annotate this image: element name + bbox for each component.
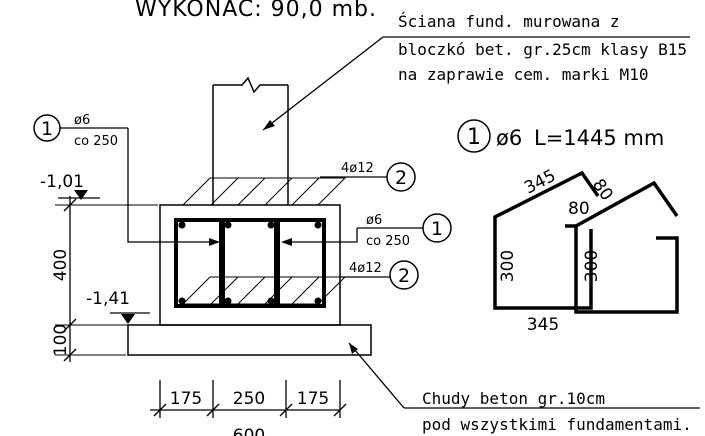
wall-note-arrowhead	[263, 120, 275, 130]
wall-note-line3: na zaprawie cem. marki M10	[398, 65, 648, 84]
stirrup-label-left: 1 ø6 co 250	[33, 113, 220, 246]
wall-note-leader	[262, 36, 384, 131]
bottom-bars-label: 2 4ø12	[340, 260, 419, 290]
longitudinal-bars	[178, 221, 322, 305]
dim-600-total: 600	[233, 426, 265, 436]
bar-hatch	[181, 177, 347, 305]
elevation-top: -1,01	[40, 172, 158, 206]
stirrup-left	[174, 218, 225, 308]
dim-400: 400	[51, 249, 71, 281]
stirrup-label-right-spacing: co 250	[366, 234, 410, 249]
elevation-top-label: -1,01	[40, 172, 84, 192]
drawing-title: WYKONAĆ: 90,0 mb.	[135, 0, 377, 22]
dim-250: 250	[233, 389, 265, 409]
bar-detail-length: L=1445 mm	[534, 126, 664, 150]
bar-dim-300-right: 300	[582, 250, 602, 282]
stirrup-label-right-number: 1	[431, 218, 443, 240]
stirrup-label-left-spacing: co 250	[74, 134, 118, 149]
footing-note: Chudy beton gr.10cm pod wszystkimi funda…	[348, 342, 700, 434]
wall-note-line2: bloczkó bet. gr.25cm klasy B15	[398, 40, 687, 59]
dim-100: 100	[51, 324, 71, 356]
bar-detail: 1 ø6 L=1445 mm 345 80 80 300 300 345	[457, 119, 679, 335]
elevation-bottom: -1,41	[55, 289, 158, 356]
stirrup-label-right-diameter: ø6	[366, 213, 382, 228]
bar-shape-left	[493, 170, 600, 310]
bar-detail-number: 1	[467, 125, 481, 150]
bar-dim-80-top: 80	[568, 199, 590, 219]
footing-note-line1: Chudy beton gr.10cm	[422, 389, 605, 408]
bottom-bars-number: 2	[398, 265, 410, 287]
elevation-bottom-label: -1,41	[86, 289, 130, 309]
top-bars-label: 2 4ø12	[320, 161, 416, 192]
vertical-dimensions	[63, 196, 77, 362]
stirrup-right	[274, 218, 326, 308]
dim-175-right: 175	[297, 389, 329, 409]
masonry-wall	[212, 76, 289, 205]
stirrups	[174, 218, 326, 308]
stirrup-label-left-number: 1	[41, 118, 53, 140]
wall-note-line1: Ściana fund. murowana z	[398, 12, 620, 31]
bar-detail-diameter: ø6	[496, 126, 522, 150]
horizontal-dimensions	[150, 380, 347, 418]
bar-dim-80-diag: 80	[588, 175, 617, 204]
footing-note-line2: pod wszystkimi fundamentami.	[422, 415, 692, 434]
lean-concrete	[127, 324, 372, 356]
bottom-bars-spec: 4ø12	[349, 261, 382, 276]
dim-175-left: 175	[170, 389, 202, 409]
wall-note: Ściana fund. murowana z bloczkó bet. gr.…	[262, 12, 690, 131]
top-bars-spec: 4ø12	[341, 161, 374, 176]
top-bars-number: 2	[395, 167, 407, 189]
break-line	[213, 76, 288, 94]
stirrup-label-left-diameter: ø6	[74, 113, 90, 128]
elevation-bottom-marker	[121, 314, 135, 324]
bar-dim-345-bottom: 345	[527, 315, 559, 335]
bar-shape-right-top	[575, 180, 679, 228]
bar-shape-right	[565, 224, 679, 314]
elevation-top-marker	[74, 190, 88, 200]
stirrup-label-right: 1 ø6 co 250	[281, 213, 452, 249]
bar-dim-300-left: 300	[498, 250, 518, 282]
